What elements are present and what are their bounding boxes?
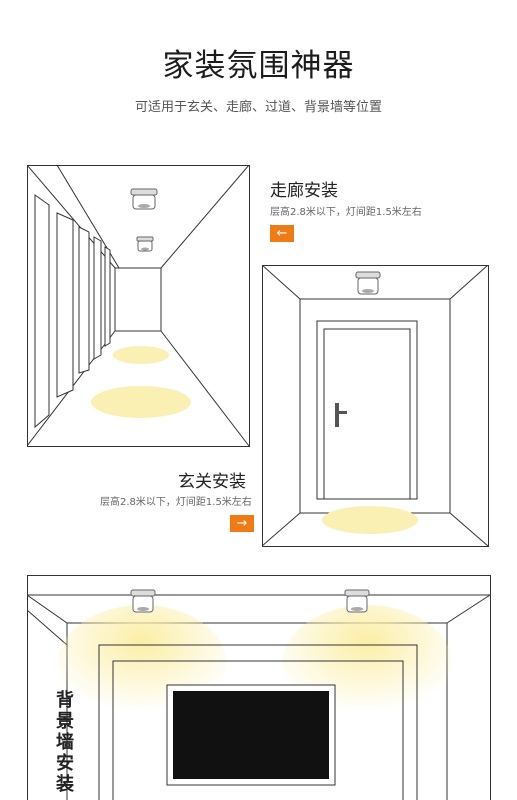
entrance-illustration bbox=[262, 265, 489, 547]
ceiling-lamp-icon bbox=[136, 236, 154, 252]
right-arrow-icon[interactable]: → bbox=[230, 515, 254, 532]
ceiling-lamp-icon bbox=[130, 589, 156, 613]
page-title: 家装氛围神器 bbox=[162, 48, 355, 84]
ceiling-lamp-icon bbox=[130, 188, 158, 210]
background-wall-illustration bbox=[27, 575, 491, 800]
corridor-illustration bbox=[27, 165, 250, 447]
background-wall-title: 背景墙安装 bbox=[56, 690, 74, 795]
corridor-title: 走廊安装 bbox=[270, 181, 338, 201]
entrance-desc: 层高2.8米以下，灯间距1.5米左右 bbox=[100, 497, 252, 508]
corridor-desc: 层高2.8米以下，灯间距1.5米左右 bbox=[270, 207, 422, 218]
entrance-title: 玄关安装 bbox=[178, 472, 246, 492]
page-subtitle: 可适用于玄关、走廊、过道、背景墙等位置 bbox=[134, 100, 382, 115]
ceiling-lamp-icon bbox=[355, 271, 381, 295]
left-arrow-icon[interactable]: ← bbox=[270, 225, 294, 242]
ceiling-lamp-icon bbox=[344, 589, 370, 613]
